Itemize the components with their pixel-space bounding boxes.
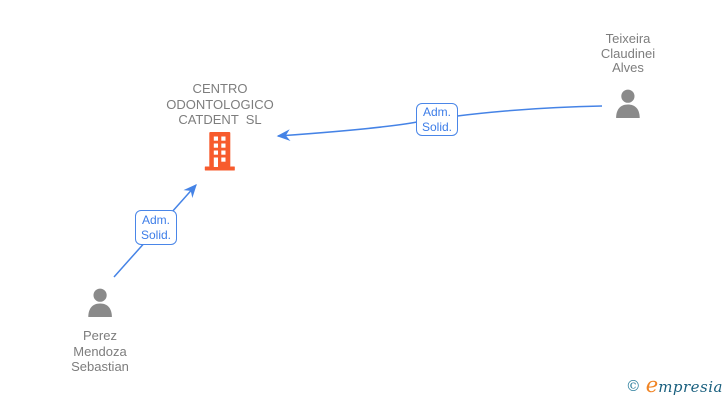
company-name-label: CENTRO ODONTOLOGICO CATDENT SL — [166, 81, 273, 128]
person-perez-line1: Perez — [83, 328, 117, 343]
person-perez-line2: Mendoza — [73, 343, 127, 359]
person-teixeira-line1: Teixeira — [605, 31, 651, 46]
empresia-watermark-logo[interactable]: ©empresia — [626, 375, 723, 397]
edge-label-adm-solid-top[interactable]: Adm. Solid. — [416, 103, 458, 136]
person-icon-perez[interactable] — [85, 288, 115, 322]
person-node-perez[interactable]: Perez Mendoza Sebastian — [71, 288, 129, 375]
company-name-line1: CENTRO — [192, 81, 248, 96]
edge-label-adm-solid-bottom[interactable]: Adm. Solid. — [135, 210, 177, 245]
empresia-brand-initial: e — [645, 373, 659, 397]
person-teixeira-line3: Alves — [612, 60, 644, 75]
edge-label-bottom-line2: Solid. — [140, 227, 172, 242]
person-name-label-perez: Perez Mendoza Sebastian — [71, 328, 129, 375]
company-name-line3: CATDENT SL — [178, 112, 262, 127]
copyright-icon: © — [625, 377, 641, 395]
person-perez-line3: Sebastian — [71, 359, 129, 374]
person-icon-teixeira[interactable] — [613, 89, 643, 123]
person-node-teixeira[interactable]: Teixeira Claudinei Alves — [600, 31, 656, 123]
building-icon[interactable] — [204, 131, 235, 176]
empresia-brand-text: mpresia — [658, 378, 723, 396]
edge-label-top-line2: Solid. — [421, 119, 453, 134]
person-teixeira-line2: Claudinei — [600, 45, 656, 61]
company-node-centro-odontologico[interactable]: CENTRO ODONTOLOGICO CATDENT SL — [166, 81, 274, 176]
company-name-line2: ODONTOLOGICO — [166, 96, 274, 112]
edge-label-bottom-line1: Adm. — [141, 212, 170, 227]
edge-label-top-line1: Adm. — [422, 104, 451, 119]
person-name-label-teixeira: Teixeira Claudinei Alves — [600, 31, 656, 76]
